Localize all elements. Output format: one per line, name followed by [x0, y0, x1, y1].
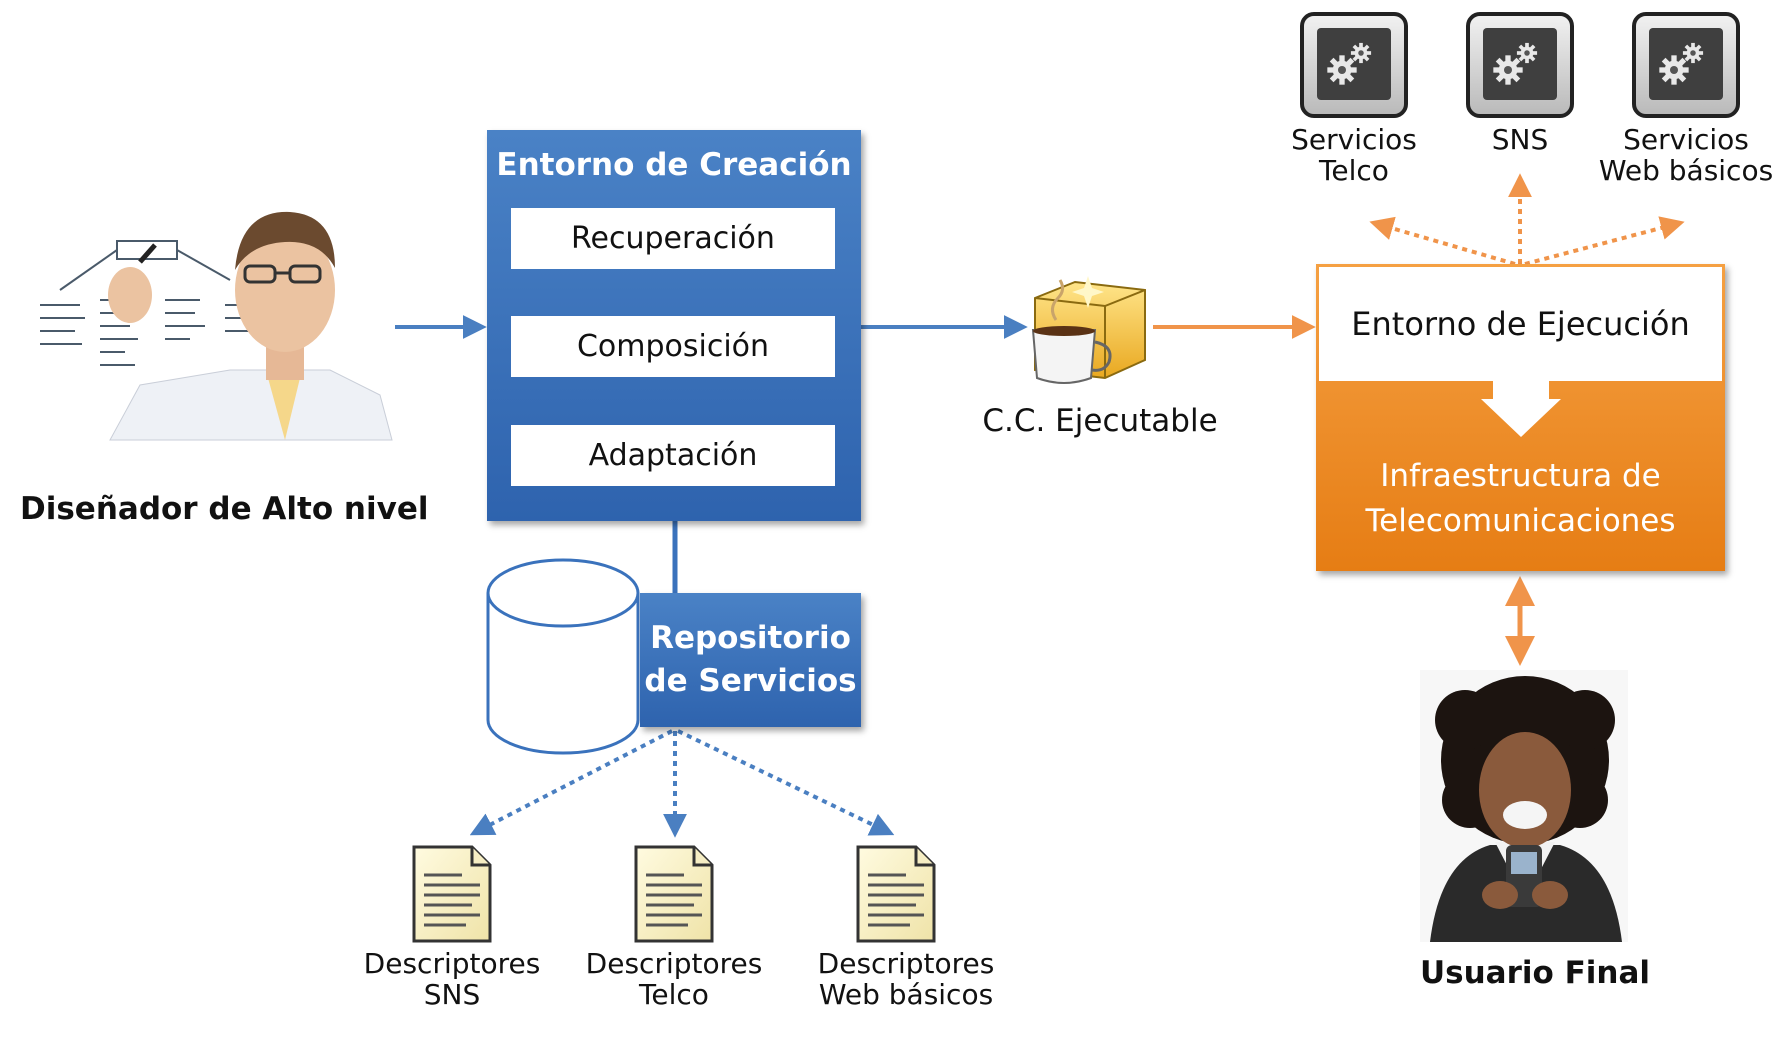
service-telco-line1: Servicios — [1291, 123, 1417, 156]
step-adaptacion: Adaptación — [511, 425, 835, 486]
document-icon-telco — [634, 845, 714, 943]
end-user-label: Usuario Final — [1419, 955, 1651, 991]
creation-environment-title: Entorno de Creación — [496, 147, 852, 183]
descriptor-telco-label: Descriptores Telco — [574, 948, 774, 1011]
step-recuperacion: Recuperación — [511, 208, 835, 269]
descriptor-sns-label: Descriptores SNS — [352, 948, 552, 1011]
arrow-exec-to-telco — [1369, 216, 1516, 266]
descriptor-sns-line1: Descriptores — [363, 947, 541, 980]
repository-line1: Repositorio — [650, 619, 851, 656]
service-sns-line1: SNS — [1491, 123, 1549, 156]
service-web-label: Servicios Web básicos — [1590, 124, 1782, 187]
step-composicion: Composición — [511, 316, 835, 377]
end-user-photo — [1420, 670, 1628, 942]
descriptor-telco-line2: Telco — [639, 978, 709, 1012]
repository-line2: de Servicios — [644, 663, 857, 699]
document-icon-web — [856, 845, 936, 943]
descriptor-web-line2: Web básicos — [818, 978, 994, 1012]
database-icon — [486, 558, 640, 755]
service-repository-box: Repositorio de Servicios — [640, 593, 861, 727]
executable-label: C.C. Ejecutable — [982, 403, 1218, 439]
gear-icon-web — [1632, 12, 1740, 118]
service-web-line1: Servicios — [1623, 123, 1749, 156]
executable-icon — [1031, 276, 1146, 384]
designer-label: Diseñador de Alto nivel — [20, 491, 429, 527]
execution-environment-title: Entorno de Ejecución — [1319, 267, 1722, 381]
service-telco-line2: Telco — [1319, 154, 1389, 188]
designer-photo — [40, 211, 393, 441]
infra-line2: Telecomunicaciones — [1365, 502, 1676, 539]
descriptor-web-line1: Descriptores — [817, 947, 995, 980]
service-sns-label: SNS — [1450, 123, 1590, 156]
infra-line1: Infraestructura de — [1380, 458, 1661, 494]
arrow-repo-to-web-desc — [677, 729, 895, 836]
descriptor-telco-line1: Descriptores — [585, 947, 763, 980]
service-web-line2: Web básicos — [1598, 154, 1774, 188]
execution-environment-box: Entorno de Ejecución Infraestructura de … — [1316, 264, 1725, 571]
exec-down-arrow — [1481, 381, 1561, 437]
gear-icon-sns — [1466, 12, 1574, 118]
descriptor-web-label: Descriptores Web básicos — [796, 948, 1016, 1011]
gear-icon-telco — [1300, 12, 1408, 118]
telecom-infrastructure: Infraestructura de Telecomunicaciones — [1316, 454, 1725, 544]
descriptor-sns-line2: SNS — [423, 978, 481, 1012]
arrow-repo-to-sns-desc — [469, 729, 673, 836]
creation-environment-box: Entorno de Creación Recuperación Composi… — [487, 130, 861, 521]
document-icon-sns — [412, 845, 492, 943]
service-telco-label: Servicios Telco — [1264, 124, 1444, 187]
arrow-exec-to-web — [1524, 216, 1685, 266]
